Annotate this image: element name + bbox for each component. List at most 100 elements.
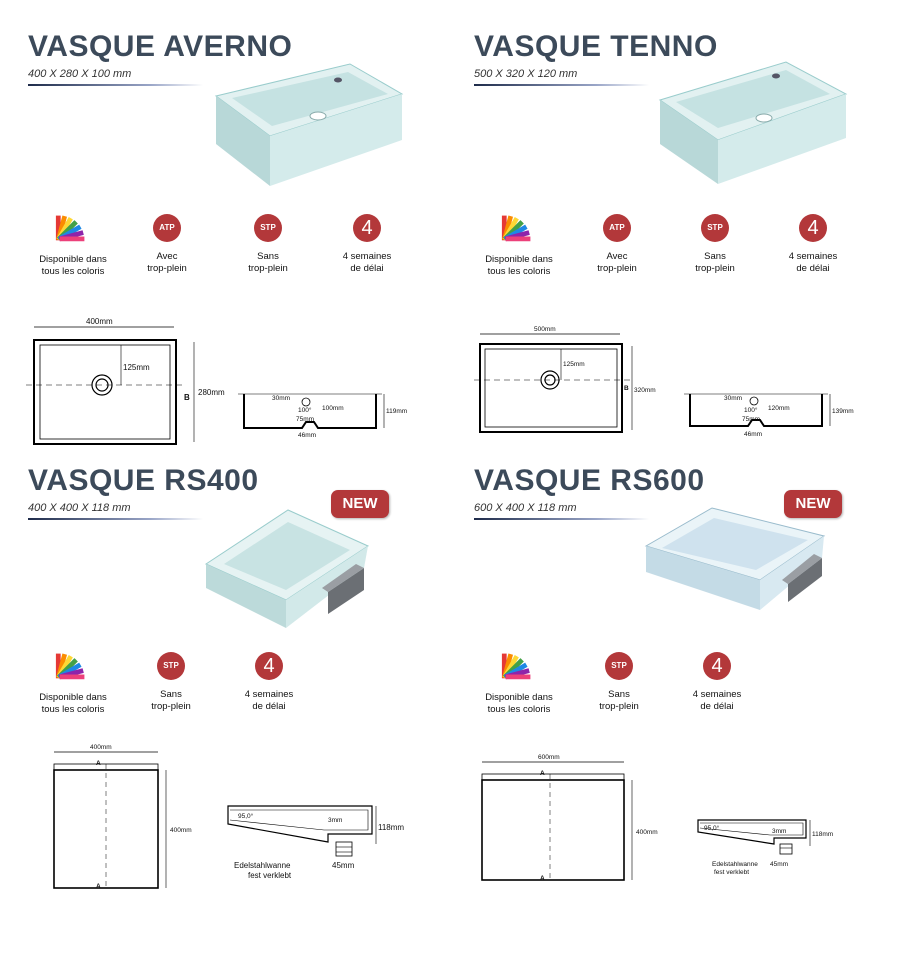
feature-label: trop-plein [248,263,288,274]
basin-illustration [204,509,370,628]
thickness-label: 3mm [772,828,786,835]
feature-label: de délai [252,701,286,712]
basin-illustration [214,63,404,186]
inner-label: 75mm [742,416,760,423]
inner-depth-label: 100mm [322,405,344,412]
section-drawing: 30mm 100° 75mm 120mm 46mm 139mm [684,393,854,438]
product-rs400: VASQUE RS400 400 X 400 X 118 mm NEW Disp… [0,434,450,912]
feature-label: 4 semaines [692,689,742,700]
section-drawing: 95,0° 3mm 118mm 45mm Edelstahlwanne fest… [697,819,833,876]
product-title: VASQUE AVERNO [28,30,293,63]
product-rs600: VASQUE RS600 600 X 400 X 118 mm NEW Disp… [446,434,896,912]
section-marker: B [184,393,190,402]
steel-note-label: Edelstahlwanne [712,861,758,868]
new-badge: NEW [331,490,389,518]
thickness-label: 3mm [328,817,342,824]
basin-illustration [644,507,826,610]
section-drawing: 30mm 100° 75mm 100mm 46mm 119mm [238,393,407,439]
product-averno: VASQUE AVERNO 400 X 280 X 100 mm Disponi… [0,0,450,478]
height-label: 119mm [386,408,407,415]
angle-label: 95,0° [704,824,720,832]
feature-label: Disponible dans [485,254,553,265]
stp-badge-icon: STP [157,652,185,680]
drain-label: 30mm [724,395,742,402]
offset-label: 125mm [123,363,150,372]
angle-label: 100° [744,406,758,414]
section-marker-top: A [540,770,545,777]
section-drawing: 95,0° 3mm 118mm 45mm Edelstahlwanne fest… [227,805,404,880]
stp-badge-icon: STP [254,214,282,242]
feature-label: 4 semaines [342,251,392,262]
glued-note-label: fest verklebt [248,871,292,880]
feature-label: Sans [704,251,726,262]
plan-drawing: 600mm A A 400mm [481,754,658,882]
title-underline [28,84,203,86]
plan-depth-label: 400mm [170,827,192,834]
atp-badge-icon: ATP [153,214,181,242]
four-weeks-icon: 4 [255,652,283,680]
product-title: VASQUE RS600 [474,464,705,497]
feature-label: trop-plein [147,263,187,274]
color-palette-icon [55,653,85,680]
angle-label: 100° [298,406,312,414]
section-marker-bottom: A [96,883,101,890]
plan-width-label: 500mm [534,326,556,333]
feature-label: tous les coloris [487,266,551,277]
outlet-label: 46mm [298,432,316,439]
feature-label: tous les coloris [487,704,551,715]
drain-label: 30mm [272,395,290,402]
feature-label: Disponible dans [39,692,107,703]
plan-drawing: 400mm 125mm B 280mm [26,317,225,445]
feature-label: 4 semaines [244,689,294,700]
title-underline [28,518,203,520]
plan-width-label: 400mm [86,317,113,326]
feature-label: Disponible dans [485,692,553,703]
plan-drawing: 400mm A A 400mm [53,744,192,890]
feature-label: de délai [350,263,384,274]
feature-label: tous les coloris [41,266,105,277]
basin-illustration [658,61,848,184]
product-title: VASQUE TENNO [474,30,718,63]
inner-label: 75mm [296,416,314,423]
feature-label: Sans [257,251,279,262]
plan-width-label: 600mm [538,754,560,761]
section-marker-top: A [96,760,101,767]
color-palette-icon [501,653,531,680]
atp-badge-icon: ATP [603,214,631,242]
feature-label: Disponible dans [39,254,107,265]
feature-label: 4 semaines [788,251,838,262]
glued-note-label: fest verklebt [714,869,749,876]
stp-badge-icon: STP [605,652,633,680]
height-label: 118mm [812,831,833,838]
feature-label: de délai [796,263,830,274]
outlet-label: 46mm [744,431,762,438]
feature-label: Avec [156,251,178,262]
plan-width-label: 400mm [90,744,112,751]
steel-note-label: Edelstahlwanne [234,861,291,870]
height-label: 139mm [832,408,854,415]
plan-drawing: 500mm 125mm B 320mm [474,326,656,433]
product-dimensions: 400 X 400 X 118 mm [28,502,131,514]
angle-label: 95,0° [238,812,254,820]
feature-label: trop-plein [151,701,191,712]
feature-label: Sans [608,689,630,700]
four-weeks-icon: 4 [353,214,381,242]
inner-depth-label: 120mm [768,405,790,412]
feature-label: tous les coloris [41,704,105,715]
feature-label: Avec [606,251,628,262]
color-palette-icon [55,215,85,242]
color-palette-icon [501,215,531,242]
height-label: 118mm [378,823,404,832]
new-badge: NEW [784,490,842,518]
feature-label: Sans [160,689,182,700]
